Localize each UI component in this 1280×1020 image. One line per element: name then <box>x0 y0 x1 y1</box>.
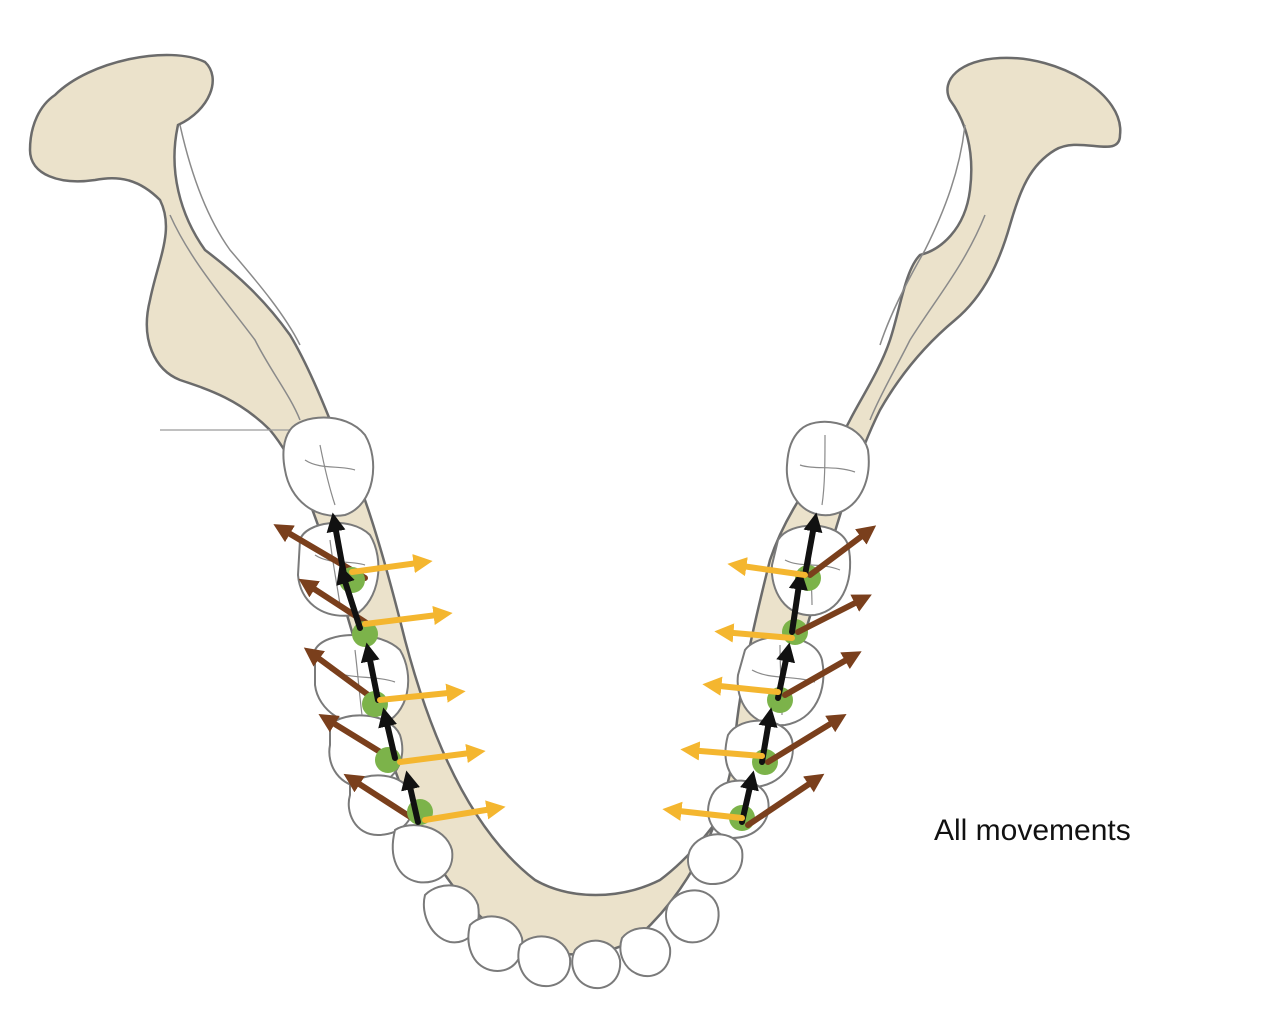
incisor-3 <box>518 936 570 986</box>
incisor-4 <box>572 941 620 988</box>
incisor-6 <box>666 890 719 942</box>
caption-label: All movements <box>934 814 1131 848</box>
right-canine <box>688 834 742 884</box>
incisor-5 <box>620 928 670 976</box>
right-third-molar <box>787 422 869 515</box>
incisor-2 <box>468 916 522 971</box>
